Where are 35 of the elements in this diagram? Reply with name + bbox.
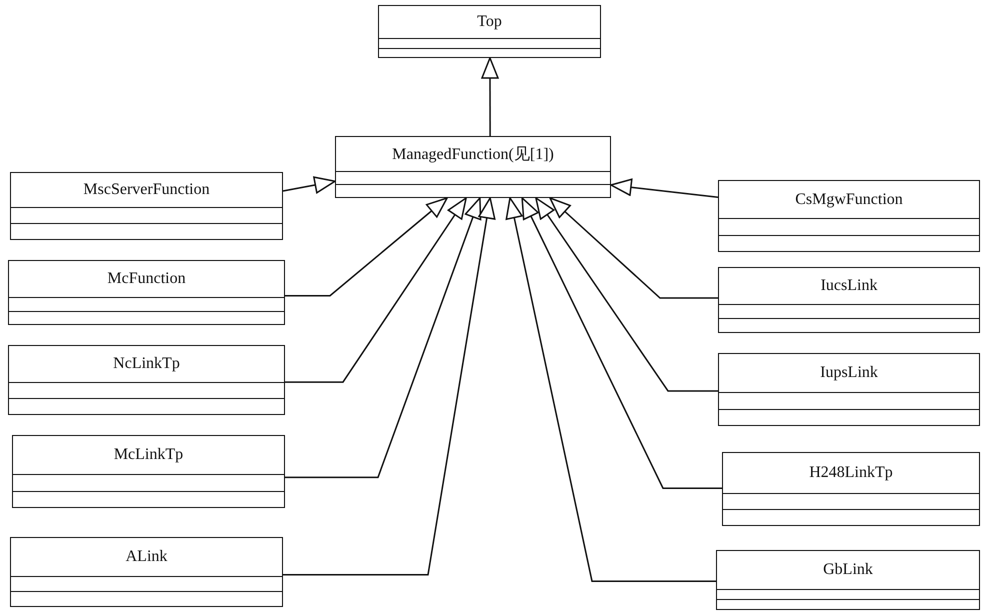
- class-name: ALink: [126, 548, 168, 566]
- class-name: ManagedFunction(见[1]): [392, 144, 554, 164]
- inheritance-arrow: [481, 57, 499, 136]
- class-box: [722, 452, 980, 526]
- class-name: IupsLink: [820, 364, 878, 382]
- inheritance-arrow: [549, 197, 718, 299]
- inheritance-arrow: [285, 197, 448, 296]
- class-name: CsMgwFunction: [795, 190, 903, 208]
- inheritance-arrow: [285, 197, 467, 383]
- inheritance-arrow: [610, 178, 718, 198]
- class-name: IucsLink: [820, 277, 878, 295]
- class-box: [718, 267, 980, 333]
- class-box: [718, 353, 980, 426]
- inheritance-arrow: [285, 197, 482, 478]
- class-name: Top: [477, 13, 502, 31]
- inheritance-arrow: [506, 197, 716, 582]
- class-box: [8, 260, 285, 325]
- class-name: McFunction: [107, 270, 186, 288]
- class-name: NcLinkTp: [113, 355, 180, 373]
- class-box: [12, 435, 285, 508]
- class-name: McLinkTp: [114, 446, 184, 464]
- class-box: [716, 550, 980, 610]
- class-name: H248LinkTp: [809, 464, 893, 482]
- inheritance-arrow: [535, 197, 718, 392]
- class-box: [335, 136, 611, 198]
- class-name: MscServerFunction: [83, 181, 210, 199]
- class-box: [378, 5, 601, 58]
- class-box: [10, 172, 283, 240]
- class-box: [718, 180, 980, 252]
- class-name: GbLink: [823, 561, 873, 579]
- inheritance-arrow: [283, 197, 496, 576]
- inheritance-arrow: [521, 197, 722, 489]
- class-box: [10, 537, 283, 607]
- class-box: [8, 345, 285, 415]
- inheritance-arrow: [282, 176, 336, 194]
